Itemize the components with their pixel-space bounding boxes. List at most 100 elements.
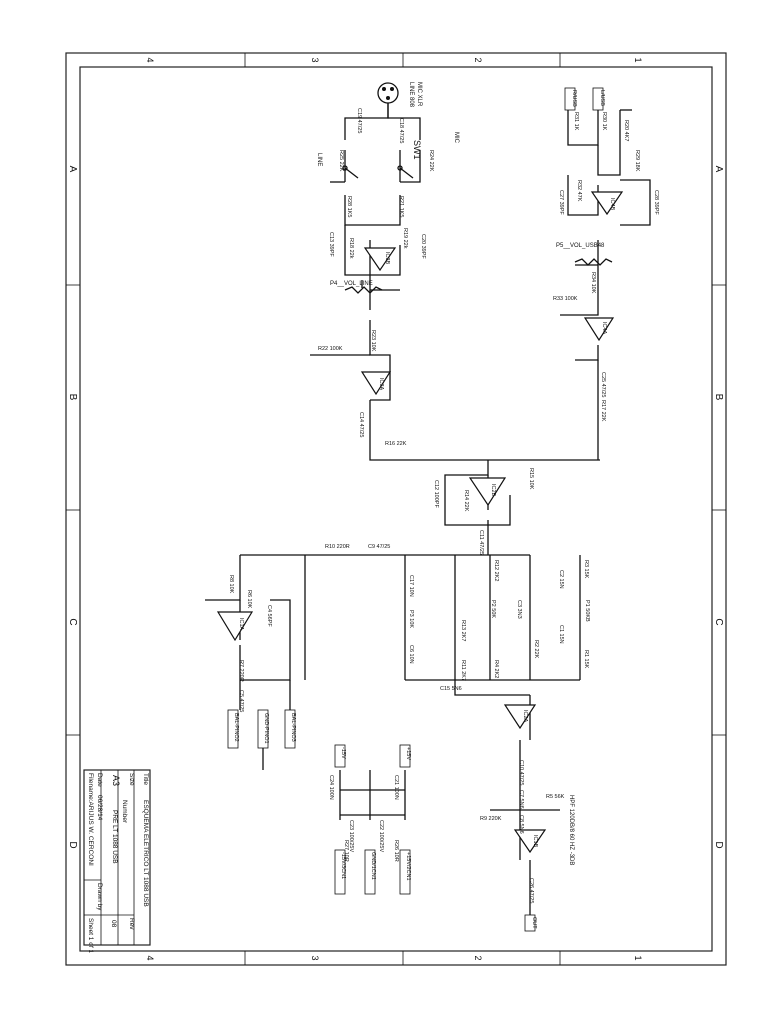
component-designator: R16 22K (385, 441, 407, 447)
bal-pino2-label: BAL-PINO2 (233, 713, 239, 742)
zone-letters-right: A B C D (713, 166, 724, 849)
date-label: Date (96, 773, 103, 787)
hpf-label: HPF 120DB/8 60 HZ -3DB (568, 795, 574, 865)
zone-number: 3 (310, 955, 320, 960)
filename-value: Filename:ARIJUS W. CERCONI (87, 773, 94, 866)
p5-vol-usb-label: P5__VOL_USB48 (556, 243, 605, 249)
component-designator: C23 100/25V (348, 820, 354, 852)
component-designator: R27 10R (343, 840, 349, 862)
neg15-conn-label: -15V/3CN1 (340, 852, 346, 879)
tone-network-wiring (404, 555, 581, 860)
component-designator: R30 1K (601, 112, 607, 131)
component-designator: R23 10K (370, 330, 376, 352)
component-designator: R26 10R (393, 840, 399, 862)
zone-number: 1 (633, 57, 643, 62)
op-amp-ic3b: IC3B (363, 247, 397, 272)
component-designator: R1 15K (583, 650, 589, 669)
component-designator: C28 39PF (653, 190, 659, 215)
gnd-connector: GND/1CN1 (364, 849, 376, 895)
component-designator: R25 22K (338, 150, 344, 172)
component-designator: C21 100N (393, 775, 399, 800)
title-value: ESQUEMA ELETRICO LT 1088 USB (142, 800, 149, 907)
mic-label: MIC (453, 132, 459, 144)
line-jack-label: LINE 808 (408, 82, 414, 108)
component-designator: R2 22K (533, 640, 539, 659)
zone-number: 2 (473, 955, 483, 960)
ic2b-label: IC2B (490, 484, 496, 497)
component-designator: C22 100/25V (378, 820, 384, 852)
component-designator: R19 22k (402, 228, 408, 249)
component-designator: C25 47/25 (600, 372, 606, 397)
op-amp-ic2a: IC2A (503, 704, 537, 730)
zone-letter: B (713, 394, 724, 401)
component-designator: C18 47/25 (398, 118, 404, 143)
rev-label: Rev (128, 918, 135, 930)
neg15-connector: -15V/3CN1 (334, 849, 346, 895)
zone-number: 1 (633, 955, 643, 960)
pos15-rail-port: +15V (399, 744, 411, 768)
zone-letter: A (67, 166, 78, 173)
l-usb-label: L/USB (599, 90, 605, 106)
component-designator: R18 22k (348, 238, 354, 259)
bal-pino3-label: BAL-PINO3 (290, 713, 296, 742)
out-label: OUT (531, 917, 537, 929)
op-amp-ic2b: IC2B (468, 477, 507, 507)
ic3a-label: IC3A (378, 378, 384, 391)
balanced-output-wiring (205, 555, 306, 710)
component-designator: R3 15K (583, 560, 589, 579)
xlr-input-jack (377, 82, 399, 104)
component-designator: C19 47/25 (356, 108, 362, 133)
component-designator: R29 18K (634, 150, 640, 172)
component-designator: R17 22K (600, 400, 606, 422)
component-designator: P1 50KB (584, 600, 590, 622)
component-designator: R20 4K7 (623, 120, 629, 141)
bal-pino3-port: BAL-PINO3 (284, 709, 296, 749)
switch-label: SW1 (412, 140, 422, 160)
component-designator: P2 50K (490, 600, 496, 618)
title-label: Title (142, 773, 149, 785)
power-supply-wiring (339, 770, 406, 820)
component-designator: R15 10K (528, 468, 534, 490)
gnd-pino1-label: GND-PINO1 (263, 713, 269, 744)
zone-letter: A (713, 166, 724, 173)
gnd-pino1-port: GND-PINO1 (257, 709, 269, 770)
component-designator: C27 39PF (558, 190, 564, 215)
number-label: Number (121, 800, 128, 824)
date-value: 06/28/14 (96, 795, 103, 821)
component-designator: C2 15N (558, 570, 564, 589)
op-amp-ic4b: IC4B (590, 191, 624, 216)
zone-number: 4 (145, 57, 155, 62)
zone-numbers-top: 4 3 2 1 (145, 57, 643, 62)
sheet-value: Sheet 1 of 1 (87, 918, 94, 953)
component-designator: R22 100K (318, 346, 343, 352)
op-amp-ic1b: IC1B (513, 829, 547, 854)
component-designator: C26 47/25 (528, 878, 534, 903)
component-designator: R31 1K (573, 112, 579, 131)
component-designator: R12 2K2 (493, 560, 499, 581)
vol-line-pot (344, 280, 383, 294)
input-selector-wiring (310, 103, 600, 461)
ic2a-label: IC2A (522, 710, 528, 723)
component-designator: R28 1K5 (346, 196, 352, 217)
component-designator: R34 10K (590, 272, 596, 294)
component-designator: C14 47/25 (358, 412, 364, 437)
component-designator: C11 47/25 (478, 530, 484, 555)
neg15-label: -15V (340, 747, 346, 759)
r-usb-label: R/USB (571, 90, 577, 107)
neg15-rail-port: -15V (334, 744, 346, 768)
component-designator: R10 220R (325, 544, 350, 550)
component-designator: R7 220R (238, 660, 244, 682)
line-label: LINE (316, 153, 322, 166)
component-designator: R33 100K (553, 296, 578, 302)
component-designator: R14 22K (463, 490, 469, 512)
component-designator: R8 10K (228, 575, 234, 594)
component-designator: R5 56K (546, 794, 565, 800)
component-designator: C24 100N (328, 775, 334, 800)
number-value: PRE LT 1088 USB (111, 810, 118, 864)
component-designator: R11 2K7 (460, 660, 466, 681)
component-designator: R21 1K5 (398, 196, 404, 217)
zone-letter: C (713, 618, 724, 625)
component-designator: C6 10N (408, 645, 414, 664)
